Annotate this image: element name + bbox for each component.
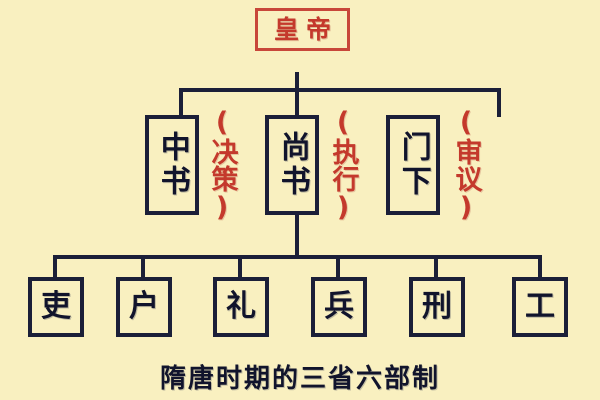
- connector-drop-department-6: [538, 255, 542, 281]
- connector-drop-department-2: [141, 255, 145, 281]
- ministry-label-shangshu: 尚书: [274, 131, 310, 199]
- department-label-xing: 刑: [422, 289, 452, 324]
- ministry-annotation-zhongshu: (决策): [206, 107, 238, 223]
- connector-drop-ministry-1: [179, 88, 183, 117]
- department-node-gong: 工: [512, 277, 568, 337]
- department-label-li-rites: 礼: [226, 289, 256, 324]
- department-node-li-rites: 礼: [213, 277, 269, 337]
- connector-drop-department-3: [238, 255, 242, 281]
- connector-drop-department-4: [336, 255, 340, 281]
- department-label-hu: 户: [129, 289, 159, 324]
- connector-drop-department-5: [434, 255, 438, 281]
- department-label-gong: 工: [525, 289, 555, 324]
- ministry-node-shangshu: 尚书: [265, 115, 319, 215]
- diagram-caption: 隋唐时期的三省六部制: [159, 364, 440, 394]
- connector-ministry-horizontal-bar: [179, 88, 501, 92]
- ministry-node-menxia: 门下: [386, 115, 440, 215]
- emperor-node: 皇帝: [255, 8, 350, 51]
- ministry-label-menxia: 门下: [395, 131, 431, 199]
- department-node-li: 吏: [28, 277, 84, 337]
- connector-drop-ministry-2: [295, 88, 299, 117]
- ministry-label-zhongshu: 中书: [154, 131, 190, 199]
- emperor-label: 皇帝: [273, 15, 338, 44]
- connector-drop-department-1: [53, 255, 57, 281]
- connector-department-horizontal-bar: [53, 255, 542, 259]
- connector-shangshu-to-department-stem: [295, 215, 299, 255]
- connector-drop-ministry-3: [497, 88, 501, 117]
- department-node-bing: 兵: [311, 277, 367, 337]
- department-node-hu: 户: [116, 277, 172, 337]
- department-label-li: 吏: [41, 289, 71, 324]
- department-label-bing: 兵: [324, 289, 354, 324]
- department-node-xing: 刑: [409, 277, 465, 337]
- ministry-annotation-menxia: (审议): [450, 107, 482, 223]
- ministry-annotation-shangshu: (执行): [327, 107, 359, 223]
- ministry-node-zhongshu: 中书: [145, 115, 199, 215]
- connector-emperor-to-ministry-stem: [295, 72, 299, 92]
